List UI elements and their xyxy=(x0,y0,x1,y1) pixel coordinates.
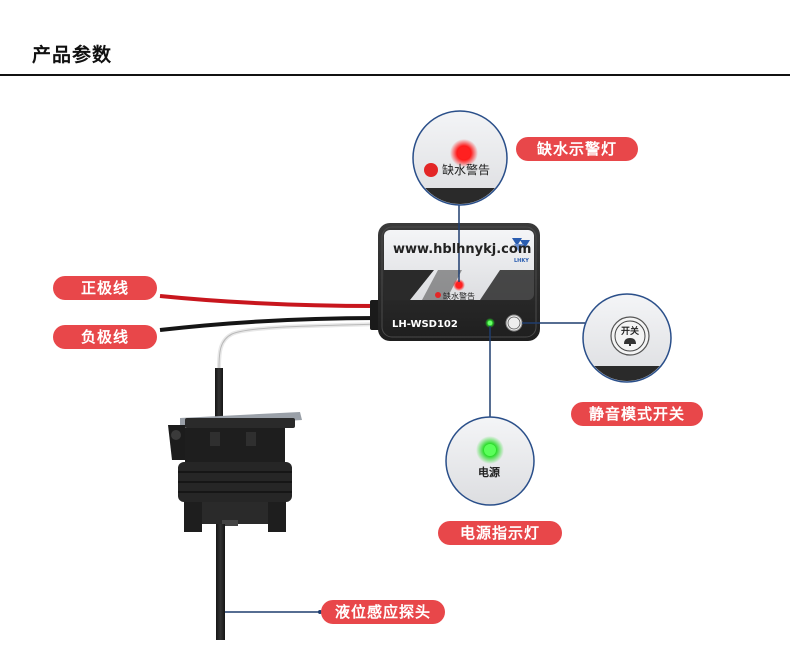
device-model: LH-WSD102 xyxy=(392,319,458,330)
callout-positive-wire: 正极线 xyxy=(53,276,157,300)
device-warning-label: 缺水警告 xyxy=(443,291,475,301)
leader-lines xyxy=(224,200,585,613)
zoom-warning-dot xyxy=(424,163,438,177)
callout-water-shortage-light: 缺水示警灯 xyxy=(516,137,638,161)
power-light-zoom xyxy=(445,416,535,506)
probe-cable xyxy=(217,322,379,369)
zoom-power-label: 电源 xyxy=(478,465,500,479)
callout-negative-wire: 负极线 xyxy=(53,325,157,349)
page-title: 产品参数 xyxy=(32,44,113,66)
negative-wire xyxy=(159,316,379,332)
zoom-switch-label: 开关 xyxy=(621,325,639,337)
mute-switch-button[interactable] xyxy=(505,314,523,332)
callout-probe: 液位感应探头 xyxy=(321,600,445,624)
callout-mute-switch: 静音模式开关 xyxy=(571,402,703,426)
warning-label-dot xyxy=(435,292,441,298)
brand-logo xyxy=(512,238,530,252)
brand-logo-text: LHKY xyxy=(514,258,529,264)
zoom-warning-label: 缺水警告 xyxy=(442,162,490,177)
title-divider xyxy=(0,74,790,76)
bell-icon xyxy=(624,338,636,346)
mute-switch-zoom xyxy=(582,293,672,383)
liquid-level-probe xyxy=(168,368,302,640)
device-website: www.hblhnykj.com xyxy=(393,242,531,257)
warning-light-zoom xyxy=(412,110,508,206)
callout-power-light: 电源指示灯 xyxy=(438,521,562,545)
positive-wire xyxy=(159,294,379,308)
